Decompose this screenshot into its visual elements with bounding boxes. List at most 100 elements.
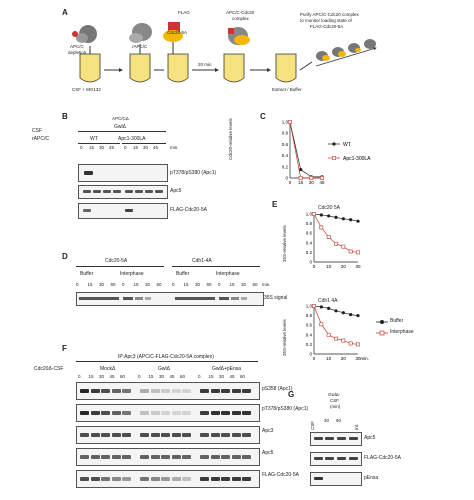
g-blot-apc5 — [310, 432, 362, 446]
tube-1-icon — [79, 53, 101, 83]
data-point — [334, 241, 338, 246]
blot-band — [140, 389, 149, 393]
blot-pt378 — [78, 164, 168, 182]
time-label: 30 — [195, 282, 201, 287]
time-label: 15 — [87, 282, 93, 287]
panel-c-label: C — [260, 112, 266, 121]
data-point — [349, 218, 353, 222]
data-point — [341, 217, 345, 221]
data-point — [309, 176, 314, 180]
y-tick-label: 1.0 — [282, 120, 289, 125]
blot-band — [140, 433, 149, 437]
f-blot — [76, 470, 260, 488]
mock-label: MockΔ — [100, 366, 116, 372]
y-tick-label: 0.2 — [282, 164, 289, 169]
blot-band — [101, 389, 110, 393]
timecourse-complexes-icon — [315, 39, 377, 67]
x-tick-label: 0 — [313, 356, 316, 361]
y-tick-label: 0 — [309, 260, 312, 265]
time-label: 60 — [110, 282, 116, 287]
panel-a-label: A — [62, 8, 68, 17]
purify-label-1: Purify APC/C-Cdc20 complex — [300, 12, 359, 17]
y-tick-label: 0.4 — [306, 332, 313, 337]
blot-band — [90, 411, 100, 415]
blot-band — [90, 455, 100, 459]
mut-bracket — [122, 143, 166, 144]
data-point — [319, 225, 324, 230]
data-point — [349, 313, 353, 317]
y-tick-label: 0.6 — [306, 231, 313, 236]
legend-marker — [332, 142, 336, 146]
cdc20-label: Cdc20-5A — [167, 30, 188, 35]
time-label: 30 — [159, 374, 165, 379]
blot-35s — [76, 292, 264, 306]
data-point — [312, 212, 316, 216]
y-tick-label: 0.6 — [306, 323, 313, 328]
data-point — [319, 322, 324, 327]
x-tick-label: 10 — [326, 356, 332, 361]
blot-band — [122, 389, 131, 393]
time-label: 30 — [219, 374, 225, 379]
y-tick-label: 0.4 — [306, 240, 313, 245]
series-line — [289, 121, 322, 179]
data-point — [356, 314, 360, 318]
time-label: 45 — [109, 374, 115, 379]
time-label: 60 — [120, 374, 126, 379]
time-label: 60 — [156, 282, 162, 287]
blot-band — [182, 477, 191, 481]
blot-band — [221, 433, 230, 437]
blot-band — [122, 455, 131, 459]
blot-band — [171, 433, 181, 437]
panel-e-label: E — [272, 200, 278, 209]
blot-band — [171, 411, 181, 415]
blot-label: Apc5 — [170, 188, 182, 194]
g-lane-30: 30 — [324, 418, 330, 423]
blot-band — [171, 477, 181, 481]
blot-band — [111, 477, 121, 481]
data-point — [288, 120, 292, 124]
blot-band — [221, 477, 230, 481]
x-tick-label: 0 — [289, 180, 292, 185]
blot-band — [140, 411, 149, 415]
blot-band — [182, 389, 191, 393]
blot-band — [90, 477, 100, 481]
time-label: 15 — [208, 374, 214, 379]
blot-band — [182, 433, 191, 437]
blot-band — [140, 477, 149, 481]
cdc20-group-label: Cdc20-5A — [105, 258, 128, 264]
time-label: 45 — [153, 145, 159, 150]
blot-band — [171, 455, 181, 459]
blot-band — [161, 455, 170, 459]
data-point — [341, 338, 346, 343]
y-tick-label: 0 — [285, 176, 288, 181]
blot-band — [210, 389, 220, 393]
blot-band — [150, 433, 160, 437]
time-label: 60 — [252, 282, 258, 287]
interphase-label: Interphase — [120, 271, 144, 277]
f-blot — [76, 426, 260, 444]
blot-band — [111, 433, 121, 437]
data-point — [319, 213, 323, 217]
time-label: 30 — [99, 282, 105, 287]
data-point — [320, 176, 324, 180]
legend-wt: WT — [343, 142, 351, 148]
panel-c-ylabel: Cdc20-relative levels — [228, 118, 233, 160]
time-label: 0 — [218, 282, 221, 287]
blot-band — [210, 433, 220, 437]
panel-f-blots — [76, 382, 260, 496]
panel-g-label: G — [288, 390, 295, 399]
gwl-pensa-label: GwlΔ+pEnsa — [212, 366, 242, 372]
blot-band — [242, 389, 251, 393]
data-point — [341, 244, 346, 249]
blot-band — [200, 477, 209, 481]
time-label: 15 — [89, 145, 95, 150]
apcc-cdc20-label: APC/C-Cdc20 — [226, 10, 255, 15]
blot-label: FLAG-Cdc20-5A — [170, 207, 207, 213]
min-label: min. — [262, 282, 271, 287]
blot-band — [161, 477, 170, 481]
blot-band — [221, 411, 230, 415]
time-label: 0 — [122, 282, 125, 287]
blot-band — [101, 455, 110, 459]
blot-band — [171, 389, 181, 393]
